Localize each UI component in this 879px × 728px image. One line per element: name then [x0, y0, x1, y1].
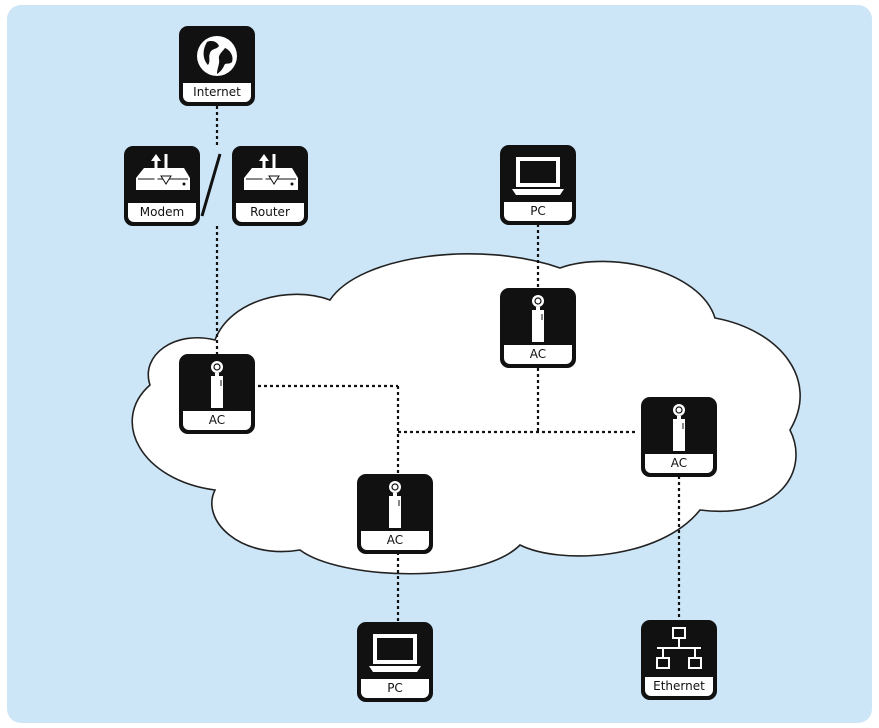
router-icon: [244, 154, 298, 190]
router-node: Router: [232, 146, 308, 226]
powerline-adapter-icon: [532, 295, 544, 342]
ac-bottom-node: AC: [357, 474, 433, 554]
ac-right-label: AC: [645, 454, 713, 473]
modem-icon: [136, 154, 190, 190]
ethernet-node: Ethernet: [641, 620, 717, 700]
ac-bottom-label: AC: [361, 531, 429, 550]
ac-left-label: AC: [183, 411, 251, 430]
connector-lines: [215, 106, 681, 622]
pc-bottom-node: PC: [357, 622, 433, 702]
internet-node: Internet: [179, 26, 255, 106]
pc-top-node: PC: [500, 145, 576, 225]
modem-label: Modem: [128, 203, 196, 222]
router-label: Router: [236, 203, 304, 222]
ethernet-network-icon: [656, 627, 702, 669]
pc-top-label: PC: [504, 202, 572, 221]
pc-bottom-label: PC: [361, 679, 429, 698]
powerline-adapter-icon: [211, 361, 223, 408]
pc-monitor-icon: [512, 157, 564, 195]
internet-label: Internet: [183, 83, 251, 102]
powerline-cloud: [131, 253, 801, 575]
ethernet-label: Ethernet: [645, 677, 713, 696]
modem-node: Modem: [124, 146, 200, 226]
powerline-adapter-icon: [389, 481, 401, 528]
ac-left-node: AC: [179, 354, 255, 434]
ac-top-node: AC: [500, 288, 576, 368]
ac-top-label: AC: [504, 345, 572, 364]
powerline-adapter-icon: [673, 404, 685, 451]
globe-icon: [197, 36, 237, 76]
ac-right-node: AC: [641, 397, 717, 477]
or-slash-divider: [200, 153, 222, 217]
pc-monitor-icon: [369, 634, 421, 672]
